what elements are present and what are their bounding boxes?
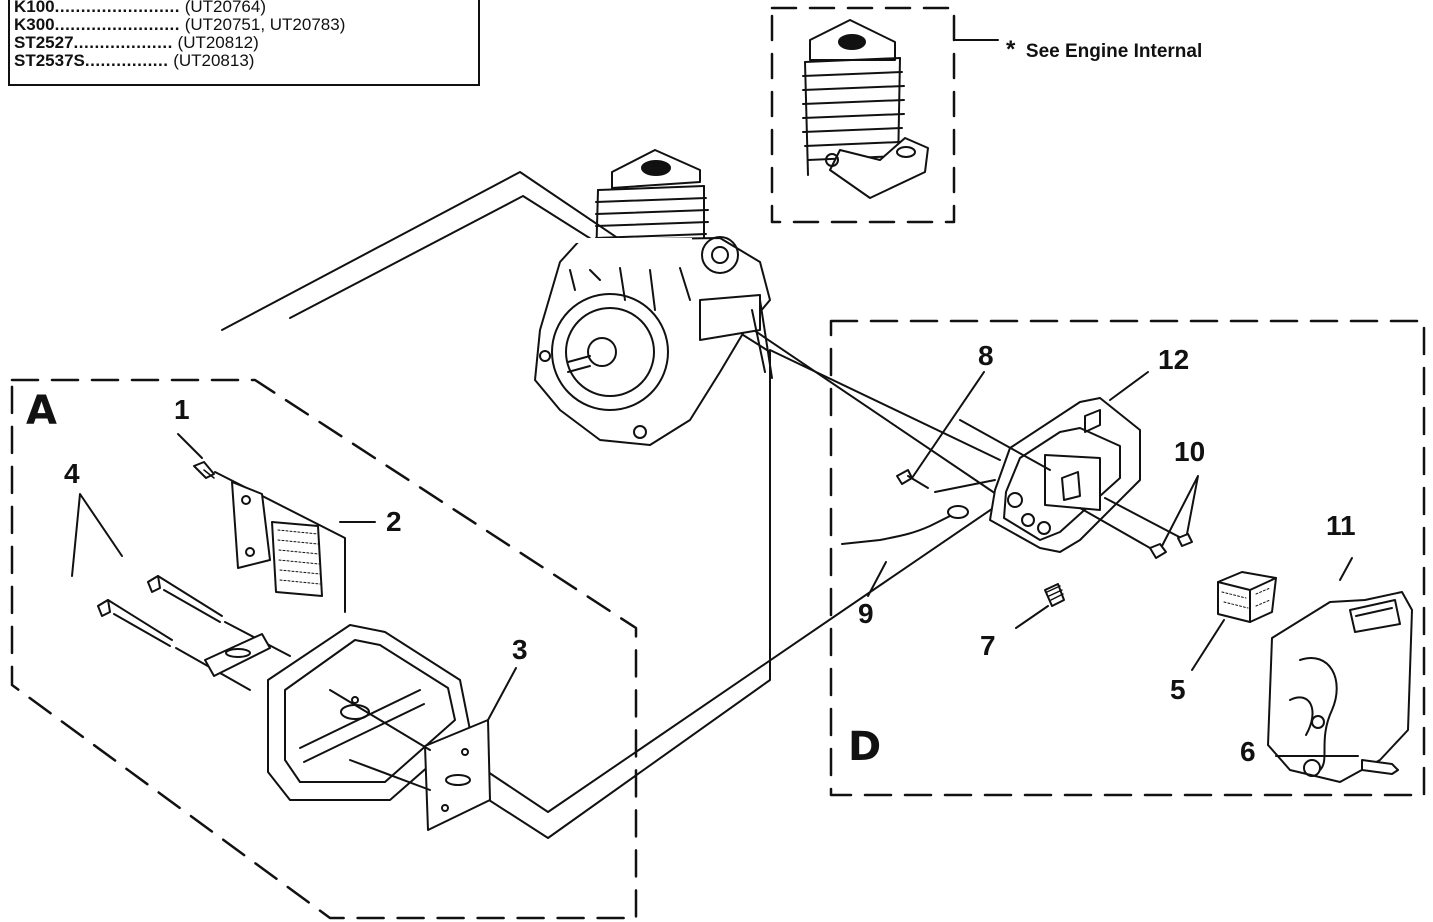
- region-d-outline: [829, 319, 1426, 797]
- part-6-pin: [1275, 755, 1399, 775]
- engine-internal-box: [770, 6, 956, 224]
- legend-row: ST2527................... (UT20812): [14, 33, 259, 52]
- callout-2: 2: [386, 506, 402, 537]
- model-legend: K100........................ (UT20764) K…: [8, 0, 480, 86]
- part-5-filter: [1191, 571, 1277, 671]
- callout-9: 9: [858, 598, 874, 629]
- section-label-a: A: [26, 388, 57, 434]
- part-10-nuts: [1149, 475, 1199, 559]
- callout-11: 11: [1326, 510, 1356, 541]
- part-11-cover: [1267, 557, 1413, 783]
- region-a-outline: [10, 378, 638, 920]
- callout-6: 6: [1240, 736, 1256, 767]
- callout-8: 8: [978, 340, 994, 371]
- legend-row: ST2537S................ (UT20813): [14, 51, 255, 70]
- callout-1: 1: [174, 394, 190, 425]
- part-7-spring: [1015, 583, 1065, 629]
- reference-loop-inner: [289, 195, 771, 839]
- legend-row: K100........................ (UT20764): [14, 0, 266, 16]
- section-label-d: D: [848, 724, 882, 770]
- legend-row: K300........................ (UT20751, U…: [14, 15, 346, 34]
- cylinder-drawing: [802, 19, 929, 199]
- callout-5: 5: [1170, 674, 1186, 705]
- callout-10: 10: [1174, 436, 1206, 467]
- callout-4: 4: [64, 458, 80, 489]
- part-2-screen: [231, 481, 376, 597]
- callout-3: 3: [512, 634, 528, 665]
- part-9-wire: [841, 505, 969, 597]
- part-12-housing: [989, 371, 1186, 553]
- part-bracket: [204, 633, 271, 677]
- part-3-gasket: [329, 667, 517, 831]
- engine-internal-note: * See Engine Internal: [1006, 36, 1203, 63]
- callout-12: 12: [1158, 344, 1190, 375]
- engine-block: [534, 149, 773, 446]
- part-8-screw: [896, 371, 996, 493]
- callout-7: 7: [980, 630, 996, 661]
